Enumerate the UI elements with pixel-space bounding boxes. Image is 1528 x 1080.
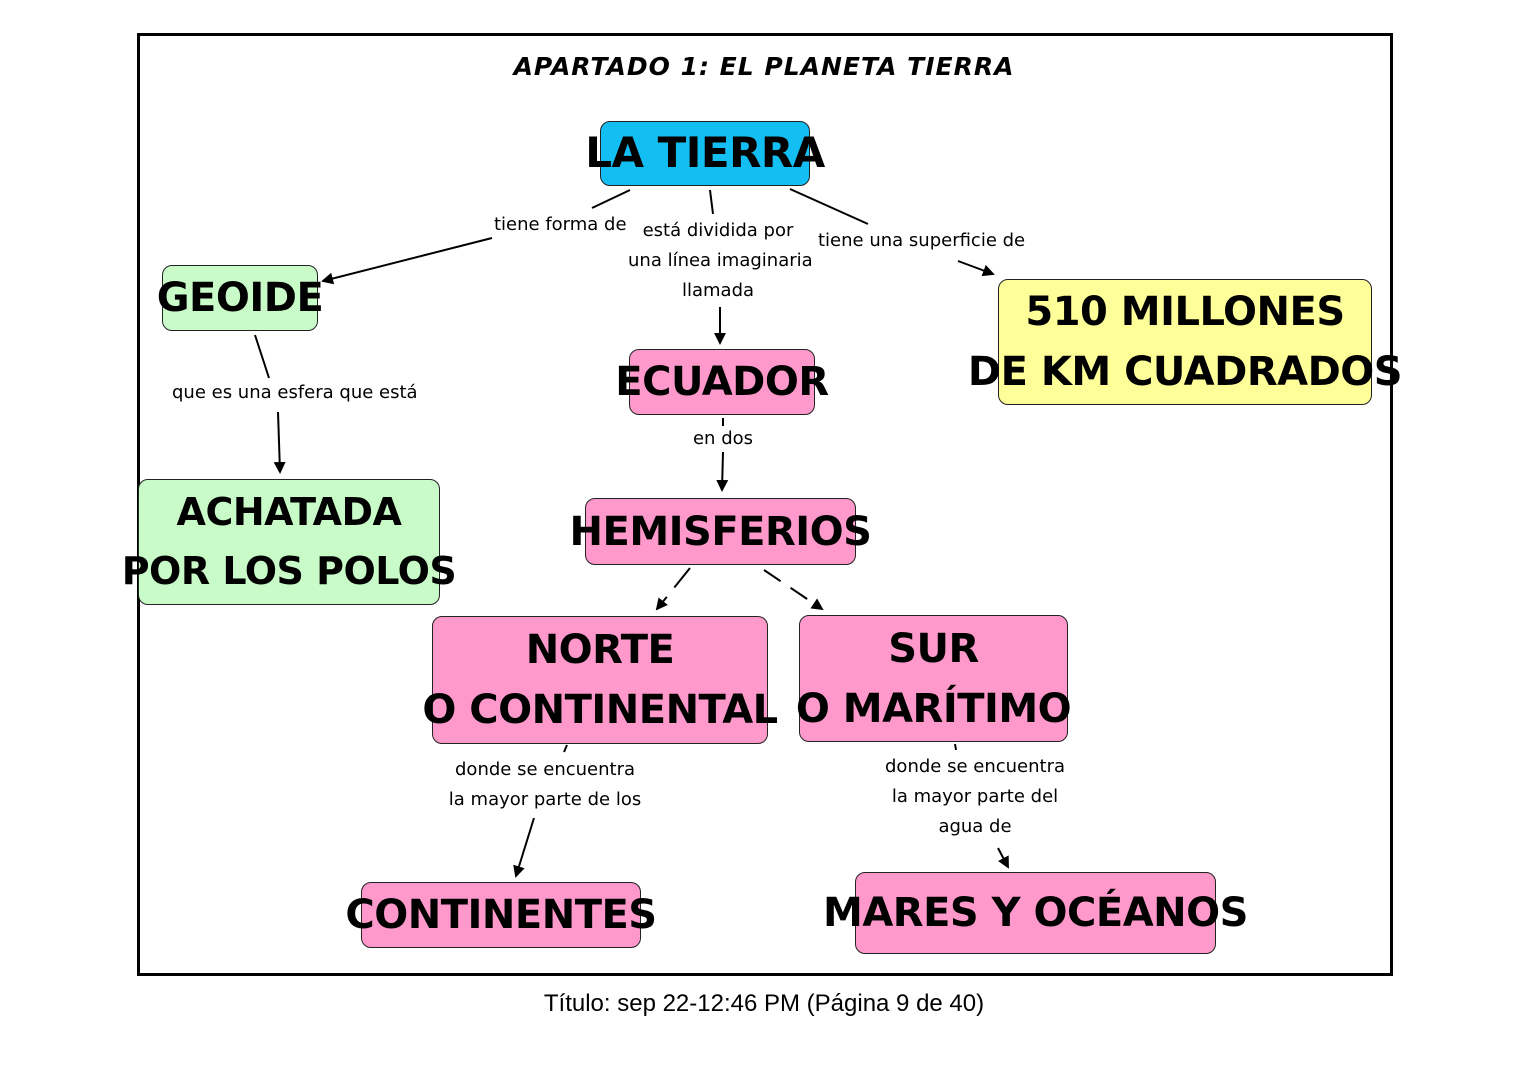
node-continentes-label: CONTINENTES	[345, 892, 657, 938]
link-label-dividida: está dividida por una línea imaginaria l…	[628, 216, 813, 306]
node-sur-line1: SUR	[888, 625, 979, 672]
link-label-continentes: donde se encuentra la mayor parte de los	[445, 755, 645, 815]
arrow-to-mares	[997, 847, 1009, 869]
node-continentes: CONTINENTES	[345, 882, 657, 948]
node-hemisferios: HEMISFERIOS	[570, 498, 872, 565]
arrow-to-sur	[763, 569, 824, 611]
link-geoide-esfera	[254, 334, 270, 379]
page-title: APARTADO 1: EL PLANETA TIERRA	[513, 52, 1015, 81]
arrow-to-continentes	[513, 817, 535, 878]
node-superficie-line1: 510 MILLONES	[1025, 289, 1345, 335]
node-geoide-label: GEOIDE	[156, 275, 324, 321]
link-label-agua-line2: la mayor parte del	[891, 786, 1059, 807]
node-achatada-line1: ACHATADA	[176, 490, 402, 535]
node-hemisferios-label: HEMISFERIOS	[569, 508, 872, 555]
node-geoide: GEOIDE	[157, 265, 324, 331]
node-superficie-line2: DE KM CUADRADOS	[967, 349, 1403, 395]
node-mares-label: MARES Y OCÉANOS	[823, 890, 1248, 936]
node-sur: SUR O MARÍTIMO	[795, 615, 1072, 742]
arrow-to-superficie	[957, 260, 995, 277]
link-label-dividida-line3: llamada	[681, 280, 755, 301]
link-label-dividida-line1: está dividida por	[642, 220, 794, 241]
node-sur-line2: O MARÍTIMO	[795, 685, 1072, 732]
node-norte-line1: NORTE	[525, 627, 675, 673]
node-la-tierra: LA TIERRA	[585, 121, 825, 186]
node-ecuador: ECUADOR	[615, 349, 829, 415]
link-norte-continentes	[563, 744, 568, 753]
link-tierra-dividida	[709, 189, 714, 215]
link-label-agua-line1: donde se encuentra	[885, 756, 1065, 777]
link-tierra-forma	[591, 189, 631, 209]
link-sur-agua	[954, 743, 957, 751]
link-label-dividida-line2: una línea imaginaria	[628, 250, 813, 271]
arrow-to-geoide	[321, 237, 493, 285]
node-norte: NORTE O CONTINENTAL	[422, 616, 778, 744]
node-mares: MARES Y OCÉANOS	[823, 872, 1248, 954]
link-label-agua-line3: agua de	[938, 816, 1012, 837]
node-norte-line2: O CONTINENTAL	[422, 687, 778, 733]
page-footer: Título: sep 22-12:46 PM (Página 9 de 40)	[543, 990, 985, 1017]
link-label-agua: donde se encuentra la mayor parte del ag…	[875, 752, 1075, 842]
link-label-continentes-line2: la mayor parte de los	[448, 789, 642, 810]
link-label-esfera: que es una esfera que está	[172, 382, 418, 403]
node-la-tierra-label: LA TIERRA	[585, 128, 825, 178]
node-ecuador-label: ECUADOR	[615, 359, 829, 405]
link-label-superficie: tiene una superficie de	[818, 230, 1026, 251]
arrow-to-hemisferios	[716, 451, 729, 492]
link-tierra-superficie	[789, 188, 869, 225]
link-label-en-dos: en dos	[692, 428, 754, 449]
link-label-continentes-line1: donde se encuentra	[455, 759, 635, 780]
arrow-to-achatada	[273, 411, 286, 474]
link-label-forma: tiene forma de	[494, 214, 627, 235]
arrow-to-norte	[655, 567, 691, 611]
node-superficie: 510 MILLONES DE KM CUADRADOS	[968, 279, 1403, 405]
node-achatada: ACHATADA POR LOS POLOS	[122, 479, 457, 605]
node-achatada-line2: POR LOS POLOS	[121, 549, 457, 593]
